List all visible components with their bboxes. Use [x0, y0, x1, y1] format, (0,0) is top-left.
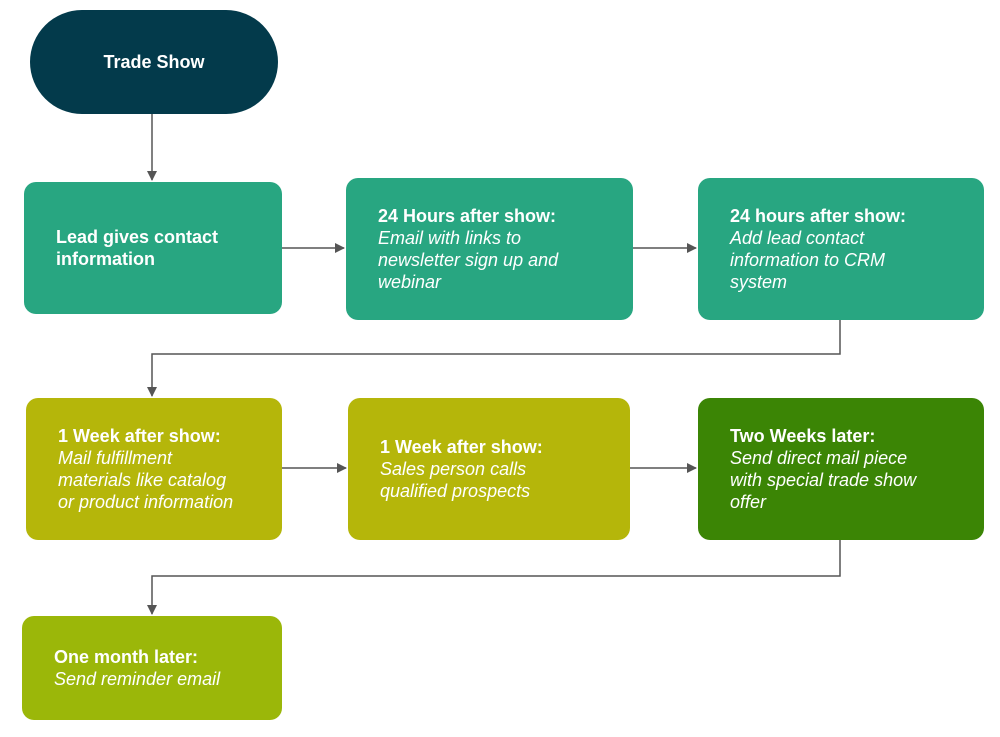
connector-step3-to-step4 [147, 320, 841, 397]
start-label: Trade Show [103, 51, 205, 72]
step-title: 24 Hours after show: [378, 206, 557, 226]
step-title: Lead gives contact information [56, 227, 219, 269]
step-1week-mail: 1 Week after show: Mail fulfillment mate… [26, 398, 282, 540]
step-24h-email: 24 Hours after show: Email with links to… [346, 178, 633, 320]
step-title: Two Weeks later: [730, 426, 876, 446]
step-description: Sales person calls qualified prospects [380, 459, 531, 501]
step-1week-sales-call: 1 Week after show: Sales person calls qu… [348, 398, 630, 540]
step-description: Add lead contact information to CRM syst… [730, 228, 886, 292]
step-description: Email with links to newsletter sign up a… [378, 228, 559, 292]
step-title: One month later: [54, 647, 199, 667]
step-24h-crm: 24 hours after show: Add lead contact in… [698, 178, 984, 320]
connector-step6-to-step7 [147, 540, 841, 615]
step-lead-gives-contact: Lead gives contact information [24, 182, 282, 314]
step-description: Send direct mail piece with special trad… [730, 448, 917, 512]
start-node-trade-show: Trade Show [30, 10, 278, 114]
step-description: Send reminder email [54, 669, 221, 689]
step-title: 1 Week after show: [58, 426, 221, 446]
step-two-weeks-direct-mail: Two Weeks later: Send direct mail piece … [698, 398, 984, 540]
step-one-month-reminder: One month later: Send reminder email [22, 616, 282, 720]
step-description: Mail fulfillment materials like catalog … [58, 448, 234, 512]
step-title: 1 Week after show: [380, 437, 543, 457]
step-title: 24 hours after show: [730, 206, 907, 226]
